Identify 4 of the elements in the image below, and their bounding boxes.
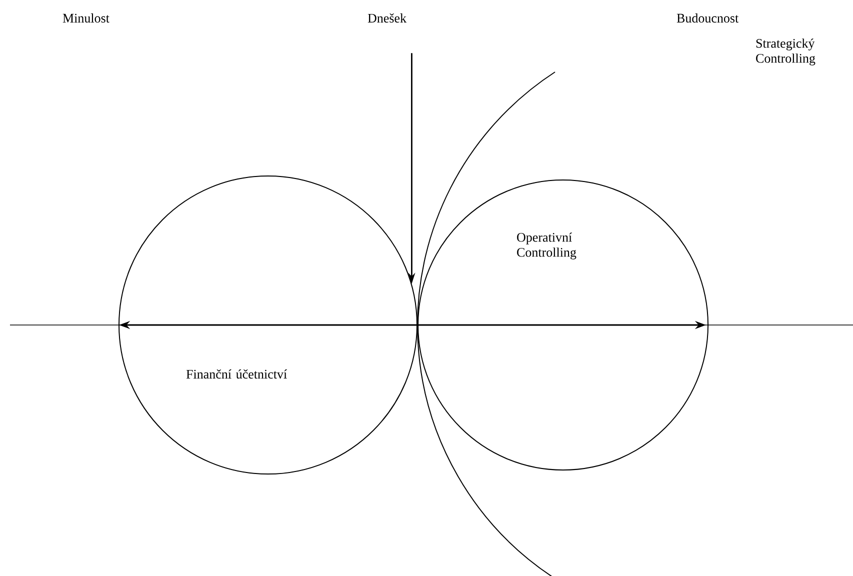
text-label: Minulost (62, 13, 110, 23)
text-label: Strategický Controlling (756, 38, 816, 66)
text-label: Budoucnost (676, 13, 739, 23)
time-label: Dnešek (368, 13, 406, 23)
